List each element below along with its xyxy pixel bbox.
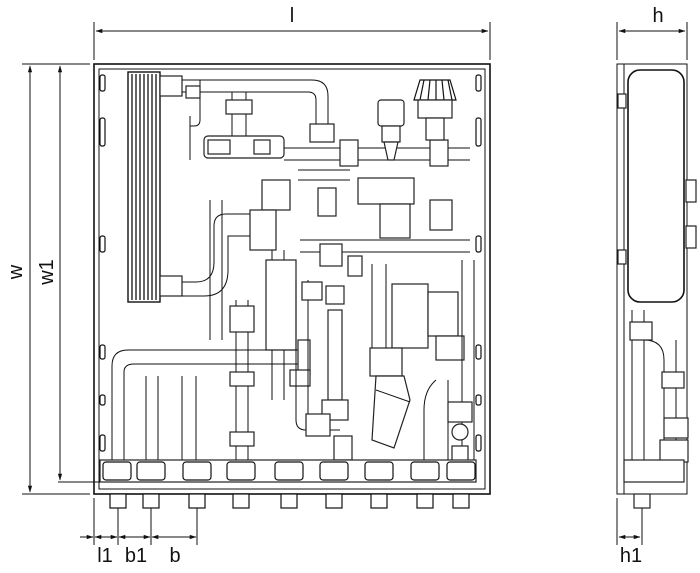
side-view: h h1 <box>616 5 697 567</box>
side-frame <box>616 63 688 495</box>
dim-label-b: b <box>169 545 180 567</box>
connection-strip <box>99 459 477 483</box>
connection-stubs <box>109 493 470 509</box>
manifold-pipes <box>111 339 311 460</box>
dim-label-w: w <box>5 264 27 280</box>
front-view <box>93 63 491 509</box>
dim-label-h1: h1 <box>620 545 642 567</box>
front-dimensions: l w w1 l1 b1 b <box>5 5 491 567</box>
circulation-pump <box>369 260 475 480</box>
dim-label-b1: b1 <box>125 545 147 567</box>
curved-pipework <box>182 200 297 480</box>
side-heat-exchanger <box>627 69 685 303</box>
thermostatic-valve <box>377 99 405 161</box>
safety-valve <box>413 79 457 141</box>
top-pipework <box>182 79 470 167</box>
dim-label-w1: w1 <box>36 259 58 286</box>
dim-label-h: h <box>652 5 663 27</box>
dim-label-l: l <box>290 5 294 27</box>
plate-heat-exchanger <box>127 71 183 303</box>
side-pipework <box>623 310 689 509</box>
mixing-module <box>249 169 470 277</box>
dim-label-l1: l1 <box>97 545 113 567</box>
mounting-slots <box>99 74 482 452</box>
cabinet-inner-frame <box>98 68 486 490</box>
